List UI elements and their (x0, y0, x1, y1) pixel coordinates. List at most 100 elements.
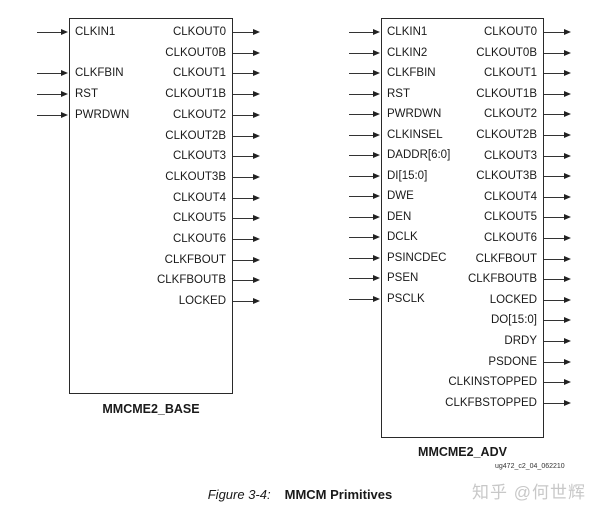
arrow-icon (253, 70, 260, 77)
arrow-icon (564, 49, 571, 56)
arrow-icon (373, 29, 380, 35)
arrow-icon (253, 111, 260, 118)
input-wire (349, 257, 374, 259)
input-wire (37, 114, 62, 116)
input-wire (37, 32, 62, 33)
output-pin-clkinstopped: CLKINSTOPPED (448, 376, 537, 389)
input-wire (349, 196, 374, 197)
input-pin-clkfbin: CLKFBIN (75, 67, 124, 80)
arrow-icon (373, 193, 380, 199)
output-wire (233, 218, 255, 220)
input-wire (349, 175, 374, 177)
output-pin-clkout6: CLKOUT6 (483, 232, 537, 244)
arrow-icon (373, 234, 380, 240)
arrow-icon (564, 358, 571, 365)
arrow-icon (564, 152, 571, 159)
reference-code: ug472_c2_04_062210 (495, 463, 565, 470)
input-wire (37, 94, 62, 96)
input-pin-clkin1: CLKIN1 (75, 26, 116, 38)
output-pin-clkout2: CLKOUT2 (172, 108, 226, 121)
output-wire (233, 301, 255, 303)
input-pin-rst: RST (387, 87, 410, 100)
arrow-icon (253, 173, 260, 180)
output-pin-locked: LOCKED (489, 293, 537, 306)
arrow-icon (373, 70, 380, 76)
input-pin-clkinsel: CLKINSEL (387, 128, 443, 141)
arrow-icon (253, 256, 260, 263)
input-pin-dwe: DWE (387, 190, 414, 202)
arrow-icon (253, 91, 260, 98)
input-wire (349, 32, 374, 33)
output-pin-clkout1b: CLKOUT1B (165, 88, 226, 101)
output-pin-clkout3: CLKOUT3 (172, 150, 226, 163)
mmcme2-adv-title: MMCME2_ADV (418, 445, 507, 459)
input-pin-di-15-0: DI[15:0] (387, 169, 428, 182)
arrow-icon (564, 276, 571, 283)
figure-caption: Figure 3-4: MMCM Primitives (0, 487, 600, 502)
arrow-icon (253, 49, 260, 56)
output-wire (544, 341, 566, 342)
arrow-icon (253, 298, 260, 305)
arrow-icon (564, 214, 571, 221)
input-wire (349, 237, 374, 238)
arrow-icon (373, 172, 380, 179)
arrow-icon (253, 194, 260, 201)
output-pin-clkout1b: CLKOUT1B (476, 87, 537, 100)
output-pin-clkout3b: CLKOUT3B (165, 170, 226, 183)
output-pin-clkout1: CLKOUT1 (172, 67, 226, 80)
output-pin-clkout0b: CLKOUT0B (165, 46, 226, 59)
arrow-icon (564, 70, 571, 77)
output-wire (544, 52, 566, 54)
arrow-icon (61, 111, 68, 118)
output-pin-clkfbstopped: CLKFBSTOPPED (445, 396, 537, 409)
output-pin-clkout5: CLKOUT5 (172, 212, 226, 225)
input-pin-pwrdwn: PWRDWN (387, 108, 442, 120)
output-wire (233, 52, 255, 54)
output-wire (233, 135, 255, 137)
output-wire (544, 155, 566, 157)
output-pin-do-15-0: DO[15:0] (490, 314, 537, 327)
output-wire (544, 402, 566, 404)
arrow-icon (564, 29, 571, 35)
input-pin-dclk: DCLK (387, 231, 418, 243)
output-pin-clkfbout: CLKFBOUT (164, 253, 226, 266)
arrow-icon (253, 215, 260, 222)
arrow-icon (253, 277, 260, 284)
output-pin-clkout4: CLKOUT4 (172, 191, 226, 204)
output-pin-clkout0: CLKOUT0 (172, 26, 226, 38)
output-pin-clkout3: CLKOUT3 (483, 149, 537, 162)
output-pin-psdone: PSDONE (488, 355, 537, 368)
arrow-icon (61, 91, 68, 98)
output-wire (544, 361, 566, 363)
output-wire (233, 239, 255, 240)
output-wire (544, 320, 566, 322)
input-pin-psclk: PSCLK (387, 292, 425, 305)
output-wire (233, 259, 255, 261)
input-pin-den: DEN (387, 210, 412, 223)
figure-title: MMCM Primitives (284, 487, 393, 502)
arrow-icon (564, 296, 571, 303)
arrow-icon (373, 131, 380, 138)
input-pin-rst: RST (75, 88, 98, 101)
arrow-icon (61, 70, 68, 77)
output-wire (544, 279, 566, 281)
output-wire (544, 238, 566, 239)
input-wire (349, 73, 374, 74)
arrow-icon (253, 29, 260, 35)
arrow-icon (373, 295, 380, 302)
input-pin-clkfbin: CLKFBIN (387, 67, 436, 79)
output-wire (233, 73, 255, 75)
output-pin-clkfboutb: CLKFBOUTB (156, 274, 226, 287)
output-wire (544, 135, 566, 136)
arrow-icon (373, 90, 380, 97)
output-wire (233, 156, 255, 158)
output-pin-locked: LOCKED (178, 295, 226, 308)
output-pin-clkout6: CLKOUT6 (172, 233, 226, 245)
output-wire (233, 176, 255, 178)
arrow-icon (373, 152, 380, 158)
input-pin-clkin1: CLKIN1 (387, 26, 428, 38)
arrow-icon (564, 399, 571, 406)
figure-number: Figure 3-4: (207, 487, 271, 502)
output-pin-clkout5: CLKOUT5 (483, 211, 537, 224)
output-pin-clkout1: CLKOUT1 (483, 67, 537, 80)
